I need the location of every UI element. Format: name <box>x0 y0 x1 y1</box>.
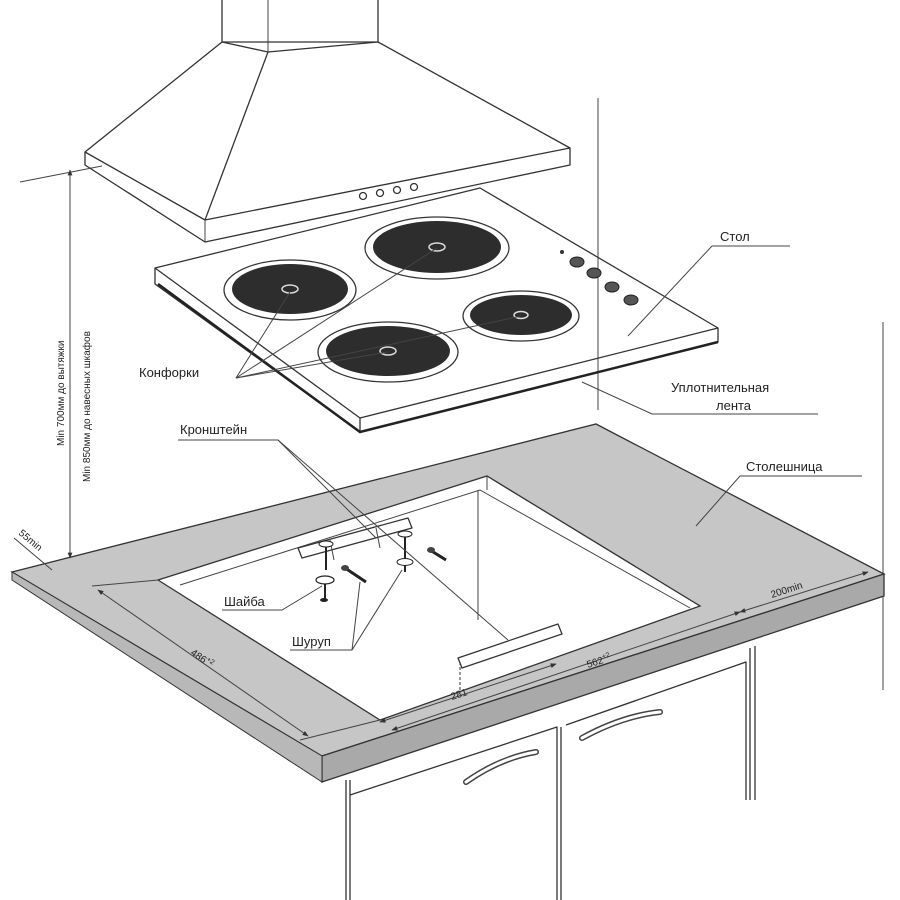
dimension-lines <box>13 165 869 741</box>
dim-cutout-depth-tol: +2 <box>205 656 216 666</box>
burner-front-right <box>462 290 580 342</box>
cabinet-handle-left-inner <box>464 750 538 784</box>
hob <box>154 187 719 434</box>
range-hood <box>84 0 571 243</box>
dim-cutout-width-value: 562 <box>586 655 606 671</box>
countertop <box>10 423 886 783</box>
label-seal-line1: Уплотнительная <box>671 380 769 395</box>
leader-lines <box>178 245 862 651</box>
dim-cutout-width: 562+2 <box>585 652 612 671</box>
label-burners: Конфорки <box>139 365 199 380</box>
label-seal-line2: лента <box>716 398 752 413</box>
dim-min-hood: Min 700мм до вытяжки <box>56 341 67 446</box>
control-knobs <box>560 250 639 306</box>
burner-back-right <box>364 216 510 280</box>
screws-and-washers <box>315 530 447 602</box>
dim-cutout-width-tol: +2 <box>601 652 611 661</box>
label-countertop: Столешница <box>746 459 823 474</box>
dim-min-cabinets: Min 850мм до навесных шкафов <box>81 331 93 482</box>
burner-back-left <box>223 259 357 321</box>
label-table: Стол <box>720 229 750 244</box>
dim-bracket-offset: 281 <box>450 687 470 703</box>
label-washer: Шайба <box>224 594 266 609</box>
label-bracket: Кронштейн <box>180 422 247 437</box>
label-screw: Шуруп <box>292 634 331 649</box>
cabinet-handle-left <box>463 749 539 785</box>
dim-edge-min: 55min <box>16 528 44 554</box>
hood-buttons <box>358 182 419 201</box>
